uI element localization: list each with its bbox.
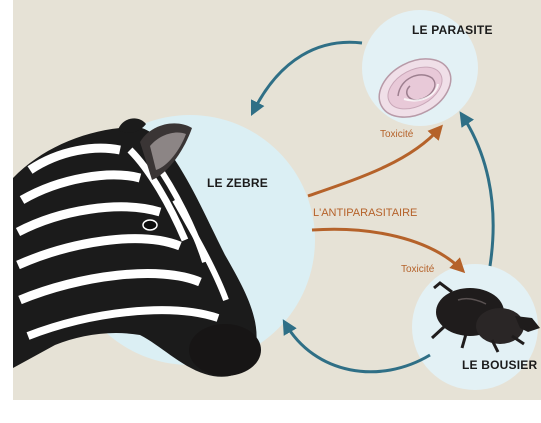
cycle-arrow-bousier-to-zebra	[285, 323, 430, 372]
cycle-arrow-parasite-to-zebra	[253, 42, 362, 112]
toxicity-arrow-to-parasite	[308, 128, 440, 196]
parasite-label: LE PARASITE	[412, 23, 493, 37]
cycle-arrow-bousier-to-parasite	[462, 115, 493, 266]
bousier-label: LE BOUSIER	[462, 358, 537, 372]
toxicity-label-parasite: Toxicité	[380, 129, 414, 140]
toxicity-arrow-to-bousier	[312, 229, 462, 270]
antiparasitaire-label: L'ANTIPARASITAIRE	[313, 207, 417, 219]
zebra-label: LE ZEBRE	[207, 176, 268, 190]
toxicity-label-bousier: Toxicité	[401, 264, 435, 275]
